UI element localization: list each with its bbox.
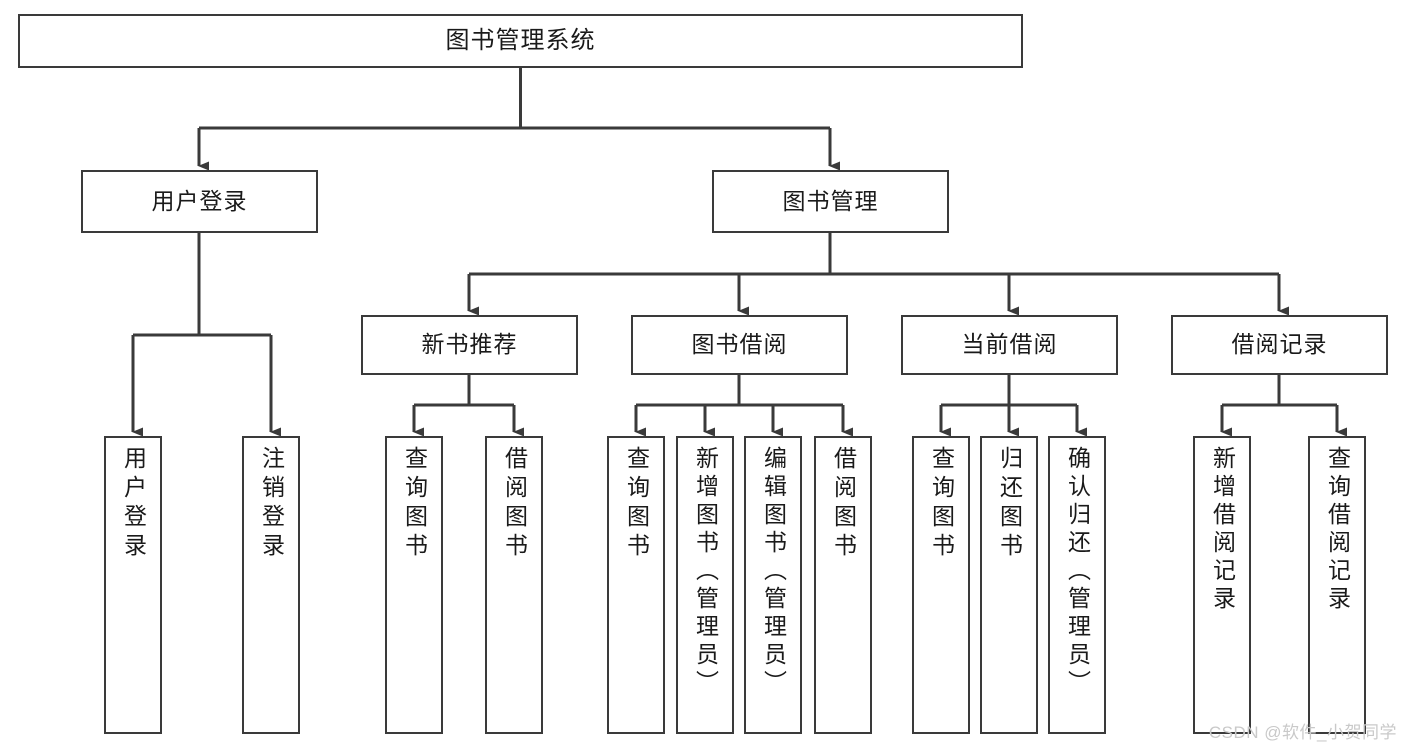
leaf-query-book-current[interactable]: 查询图书 [912,436,970,734]
leaf-add-borrow-record[interactable]: 新增借阅记录 [1193,436,1251,734]
leaf-borrow-book-borrow[interactable]: 借阅图书 [814,436,872,734]
node-label: 当前借阅 [961,331,1058,358]
node-label: 借阅图书 [501,446,528,562]
node-label: 借阅记录 [1231,331,1328,358]
node-borrow-record[interactable]: 借阅记录 [1171,315,1388,375]
node-label: 新书推荐 [421,331,518,358]
leaf-query-book-recommend[interactable]: 查询图书 [385,436,443,734]
node-label: 用户登录 [120,446,147,562]
node-label: 新增图书（管理员） [692,446,719,698]
node-label: 注销登录 [258,446,285,562]
node-new-book-recommend[interactable]: 新书推荐 [361,315,578,375]
node-user-login[interactable]: 用户登录 [81,170,318,233]
leaf-edit-book-admin[interactable]: 编辑图书（管理员） [744,436,802,734]
node-label: 图书管理系统 [445,26,596,54]
node-label: 编辑图书（管理员） [760,446,787,698]
leaf-confirm-return-admin[interactable]: 确认归还（管理员） [1048,436,1106,734]
leaf-query-book-borrow[interactable]: 查询图书 [607,436,665,734]
leaf-user-logout[interactable]: 注销登录 [242,436,300,734]
leaf-user-login[interactable]: 用户登录 [104,436,162,734]
node-label: 借阅图书 [830,446,857,562]
node-label: 查询借阅记录 [1324,446,1351,614]
node-label: 新增借阅记录 [1209,446,1236,614]
node-label: 查询图书 [623,446,650,562]
node-label: 图书管理 [782,187,879,214]
node-label: 查询图书 [928,446,955,562]
leaf-borrow-book-recommend[interactable]: 借阅图书 [485,436,543,734]
node-label: 确认归还（管理员） [1064,446,1091,698]
leaf-return-book[interactable]: 归还图书 [980,436,1038,734]
csdn-watermark: CSDN @软件_小贺同学 [1208,723,1397,742]
leaf-add-book-admin[interactable]: 新增图书（管理员） [676,436,734,734]
node-label: 用户登录 [151,187,248,214]
node-label: 查询图书 [401,446,428,562]
node-book-borrow[interactable]: 图书借阅 [631,315,848,375]
node-current-borrow[interactable]: 当前借阅 [901,315,1118,375]
leaf-query-borrow-record[interactable]: 查询借阅记录 [1308,436,1366,734]
node-book-management-system[interactable]: 图书管理系统 [18,14,1023,68]
node-label: 归还图书 [996,446,1023,562]
node-label: 图书借阅 [691,331,788,358]
node-book-management[interactable]: 图书管理 [712,170,949,233]
